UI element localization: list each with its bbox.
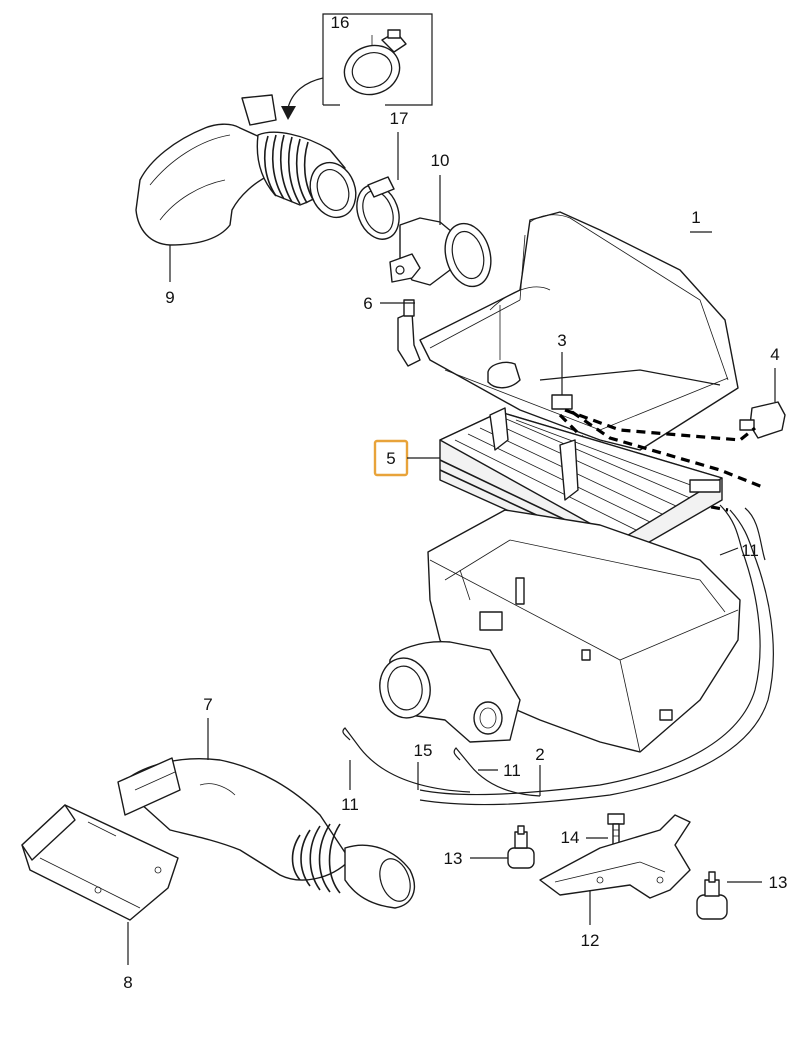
connector-part-3 (551, 352, 573, 410)
air-scoop-part-8 (21, 804, 179, 965)
intake-duct-part-9 (135, 94, 357, 282)
label-13-left[interactable]: 13 (444, 849, 463, 868)
label-8[interactable]: 8 (123, 973, 132, 992)
air-cleaner-lid-part-1 (419, 211, 739, 451)
label-7[interactable]: 7 (203, 695, 212, 714)
label-9[interactable]: 9 (165, 288, 174, 307)
label-10[interactable]: 10 (431, 151, 450, 170)
mounting-bracket-part-12 (539, 814, 691, 925)
label-15[interactable]: 15 (414, 741, 433, 760)
air-filter-element-part-5 (439, 407, 723, 561)
label-5[interactable]: 5 (386, 449, 395, 468)
hose-clamp-part-17 (356, 132, 400, 240)
label-2[interactable]: 2 (535, 745, 544, 764)
clamp-detail-inset (322, 13, 433, 106)
air-flow-meter-part-10 (389, 175, 492, 288)
label-14[interactable]: 14 (561, 828, 580, 847)
air-cleaner-housing (379, 509, 741, 753)
label-11-left[interactable]: 11 (341, 795, 359, 814)
intake-hose-part-7 (117, 718, 415, 909)
bolt-part-14 (586, 813, 625, 847)
label-12[interactable]: 12 (581, 931, 600, 950)
label-11-mid[interactable]: 11 (503, 761, 521, 780)
label-17[interactable]: 17 (390, 109, 409, 128)
arrow-indicator (281, 77, 324, 120)
label-3[interactable]: 3 (557, 331, 566, 350)
bracket-part-6 (380, 299, 421, 367)
label-11-right[interactable]: 11 (741, 541, 759, 560)
connector-part-4 (739, 368, 786, 439)
rubber-mount-part-13-left (470, 825, 535, 869)
label-1[interactable]: 1 (691, 208, 700, 227)
label-6[interactable]: 6 (363, 294, 372, 313)
label-13-right[interactable]: 13 (769, 873, 788, 892)
vent-hoses (342, 504, 774, 806)
label-4[interactable]: 4 (770, 345, 779, 364)
part-labels: 1 2 3 4 5 6 7 8 9 10 11 11 11 12 13 13 1… (123, 13, 787, 992)
rubber-mount-part-13-right (696, 871, 762, 920)
label-16[interactable]: 16 (331, 13, 350, 32)
